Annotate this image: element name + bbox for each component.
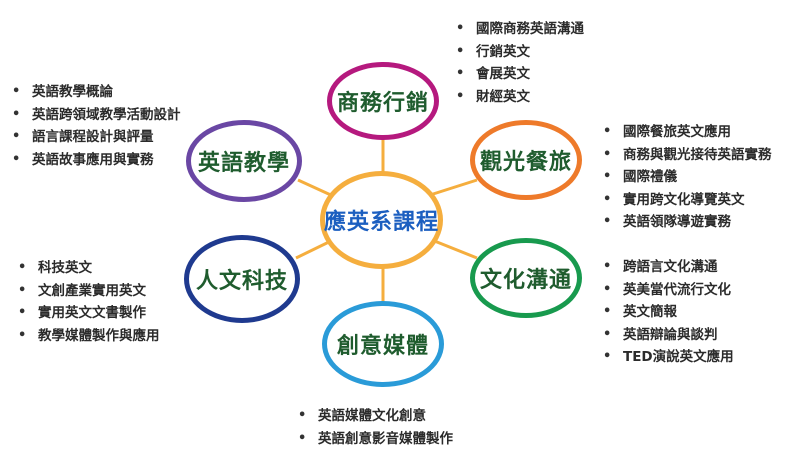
list-item: •英語教學概論 bbox=[12, 81, 188, 104]
node-teaching-label: 英語教學 bbox=[197, 151, 290, 176]
list-item: •實用英文文書製作 bbox=[18, 302, 160, 325]
list-item: •TED演說英文應用 bbox=[603, 346, 734, 369]
bullet-icon: • bbox=[603, 349, 612, 364]
list-item: •商務與觀光接待英語實務 bbox=[603, 144, 772, 167]
connector-culture bbox=[431, 238, 478, 260]
node-teaching: 英語教學 bbox=[186, 120, 302, 202]
node-business-label: 商務行銷 bbox=[336, 91, 429, 116]
list-item: •英語創意影音媒體製作 bbox=[298, 428, 453, 451]
list-item: •行銷英文 bbox=[456, 41, 584, 64]
connector-tourism bbox=[429, 178, 478, 197]
list-item: •英語故事應用與實務 bbox=[12, 149, 188, 172]
node-tourism: 觀光餐旅 bbox=[470, 120, 582, 200]
bullet-icon: • bbox=[18, 327, 27, 343]
bullet-icon: • bbox=[456, 43, 465, 59]
node-business: 商務行銷 bbox=[327, 62, 439, 140]
center-node: 應英系課程 bbox=[320, 171, 443, 269]
bullet-icon: • bbox=[603, 304, 612, 319]
bullet-icon: • bbox=[603, 326, 612, 342]
list-item: •英語辯論與談判 bbox=[603, 324, 734, 347]
node-humanities-label: 人文科技 bbox=[195, 269, 288, 294]
media-course-list: •英語媒體文化創意 •英語創意影音媒體製作 bbox=[298, 405, 453, 450]
node-culture: 文化溝通 bbox=[470, 238, 582, 318]
bullet-icon: • bbox=[12, 129, 21, 144]
node-humanities: 人文科技 bbox=[184, 235, 300, 323]
list-item: •英語跨領域教學活動設計 bbox=[12, 104, 188, 127]
bullet-icon: • bbox=[18, 260, 27, 275]
bullet-icon: • bbox=[603, 124, 612, 139]
bullet-icon: • bbox=[603, 214, 612, 229]
node-media: 創意媒體 bbox=[322, 301, 444, 387]
bullet-icon: • bbox=[298, 430, 307, 446]
list-item: •語言課程設計與評量 bbox=[12, 126, 188, 149]
bullet-icon: • bbox=[603, 146, 612, 162]
bullet-icon: • bbox=[18, 305, 27, 320]
list-item: •國際禮儀 bbox=[603, 166, 772, 189]
culture-course-list: •跨語言文化溝通 •英美當代流行文化 •英文簡報 •英語辯論與談判 •TED演說… bbox=[603, 256, 734, 369]
list-item: •教學媒體製作與應用 bbox=[18, 325, 160, 348]
tourism-course-list: •國際餐旅英文應用 •商務與觀光接待英語實務 •國際禮儀 •實用跨文化導覽英文 … bbox=[603, 121, 772, 234]
list-item: •英文簡報 bbox=[603, 301, 734, 324]
bullet-icon: • bbox=[603, 191, 612, 207]
list-item: •科技英文 bbox=[18, 257, 160, 280]
list-item: •跨語言文化溝通 bbox=[603, 256, 734, 279]
bullet-icon: • bbox=[603, 169, 612, 184]
list-item: •文創產業實用英文 bbox=[18, 280, 160, 303]
list-item: •英語領隊導遊實務 bbox=[603, 211, 772, 234]
list-item: •英美當代流行文化 bbox=[603, 279, 734, 302]
teaching-course-list: •英語教學概論 •英語跨領域教學活動設計 •語言課程設計與評量 •英語故事應用與… bbox=[12, 81, 188, 171]
bullet-icon: • bbox=[298, 408, 307, 423]
bullet-icon: • bbox=[12, 151, 21, 167]
business-course-list: •國際商務英語溝通 •行銷英文 •會展英文 •財經英文 bbox=[456, 18, 584, 108]
list-item: •英語媒體文化創意 bbox=[298, 405, 453, 428]
bullet-icon: • bbox=[456, 21, 465, 36]
bullet-icon: • bbox=[456, 66, 465, 81]
bullet-icon: • bbox=[603, 281, 612, 297]
node-culture-label: 文化溝通 bbox=[479, 268, 572, 293]
bullet-icon: • bbox=[603, 259, 612, 274]
bullet-icon: • bbox=[18, 282, 27, 298]
connector-teaching bbox=[297, 178, 334, 198]
node-media-label: 創意媒體 bbox=[336, 334, 429, 359]
bullet-icon: • bbox=[456, 88, 465, 104]
list-item: •國際餐旅英文應用 bbox=[603, 121, 772, 144]
list-item: •財經英文 bbox=[456, 86, 584, 109]
list-item: •國際商務英語溝通 bbox=[456, 18, 584, 41]
humanities-course-list: •科技英文 •文創產業實用英文 •實用英文文書製作 •教學媒體製作與應用 bbox=[18, 257, 160, 347]
node-tourism-label: 觀光餐旅 bbox=[479, 150, 572, 175]
bullet-icon: • bbox=[12, 84, 21, 99]
bullet-icon: • bbox=[12, 106, 21, 122]
center-label: 應英系課程 bbox=[324, 210, 440, 235]
list-item: •實用跨文化導覽英文 bbox=[603, 189, 772, 212]
list-item: •會展英文 bbox=[456, 63, 584, 86]
